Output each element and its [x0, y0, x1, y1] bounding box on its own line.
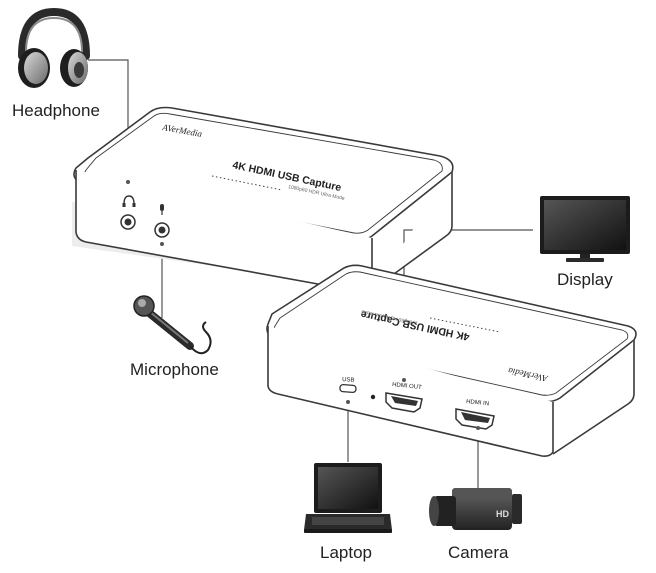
camera-hd-badge: HD — [496, 509, 509, 519]
display-label: Display — [557, 270, 613, 289]
headphone-jack-icon — [123, 195, 135, 205]
headphone-icon — [18, 7, 90, 88]
device-back-side — [371, 172, 453, 291]
hdmi-out-port-label: HDMI OUT — [392, 382, 422, 391]
microphone-jack-icon — [160, 204, 164, 211]
laptop-label: Laptop — [320, 543, 372, 562]
capture-device-front: 4K HDMI USB Capture 1080p60 HDR Ultra Mo… — [266, 264, 637, 457]
usb-port — [339, 384, 357, 393]
laptop-icon — [304, 463, 392, 533]
hdmi-in-port-label: HDMI IN — [466, 399, 490, 407]
usb-port-label: USB — [342, 377, 355, 384]
camera-label: Camera — [448, 543, 509, 562]
camera-icon: HD — [429, 488, 522, 530]
headphone-label: Headphone — [12, 101, 100, 120]
status-led — [370, 394, 376, 400]
display-icon — [540, 196, 630, 262]
microphone-icon — [133, 295, 212, 355]
device-front-side — [552, 340, 635, 455]
capture-device-back: AVerMedia 4K HDMI USB Capture 1080p60 HD… — [72, 106, 454, 293]
microphone-label: Microphone — [130, 360, 219, 379]
